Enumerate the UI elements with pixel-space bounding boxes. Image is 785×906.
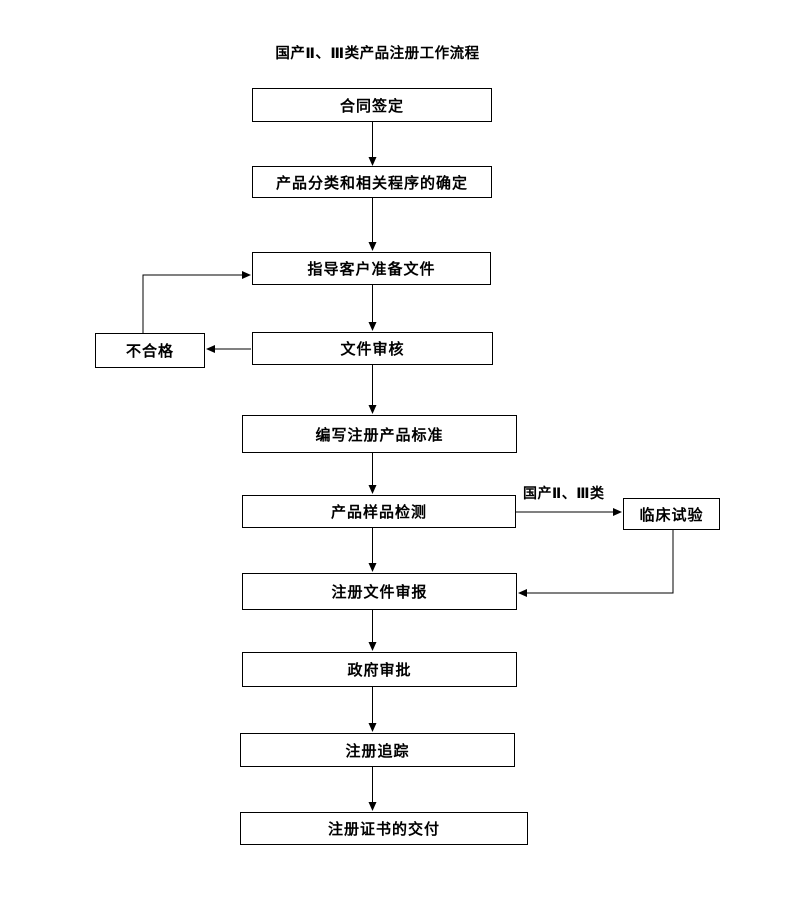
node-government-approval: 政府审批 [242,652,517,687]
node-product-classification-label: 产品分类和相关程序的确定 [275,173,468,192]
arrow-sample-test-to-clinical [516,508,622,516]
node-registration-submission: 注册文件审报 [242,573,517,610]
node-registration-tracking: 注册追踪 [240,733,515,767]
node-write-product-standard: 编写注册产品标准 [242,415,517,453]
node-clinical-trial-label: 临床试验 [639,505,704,524]
node-unqualified-label: 不合格 [125,342,174,360]
node-write-product-standard-label: 编写注册产品标准 [315,425,444,444]
node-registration-tracking-label: 注册追踪 [345,741,410,760]
node-guide-client-documents-label: 指导客户准备文件 [307,260,436,278]
node-sample-testing: 产品样品检测 [242,495,516,528]
node-contract-signing-label: 合同签定 [339,96,404,115]
arrow-classification-to-guide [368,198,377,251]
node-unqualified: 不合格 [95,333,205,368]
arrow-review-to-unqualified [206,345,251,353]
node-registration-submission-label: 注册文件审报 [331,583,428,601]
edge-label-domestic-class: 国产Ⅱ、Ⅲ类 [523,486,605,502]
node-product-classification: 产品分类和相关程序的确定 [252,166,492,198]
node-document-review-label: 文件审核 [340,340,405,358]
arrow-tracking-to-delivery [368,767,377,811]
arrow-approval-to-tracking [368,687,377,732]
flowchart-title: 国产Ⅱ、Ⅲ类产品注册工作流程 [275,46,480,62]
arrow-contract-to-classification [368,122,377,166]
node-certificate-delivery-label: 注册证书的交付 [327,820,440,838]
arrow-sample-test-to-submission [368,528,377,572]
node-guide-client-documents: 指导客户准备文件 [252,252,491,285]
node-government-approval-label: 政府审批 [347,661,412,679]
node-contract-signing: 合同签定 [252,88,492,122]
arrow-guide-to-review [368,285,377,331]
arrow-review-to-standard [368,365,377,414]
node-sample-testing-label: 产品样品检测 [330,503,427,521]
node-certificate-delivery: 注册证书的交付 [240,812,528,845]
node-clinical-trial: 临床试验 [623,498,720,530]
arrow-standard-to-sample-test [368,453,377,494]
node-document-review: 文件审核 [252,332,493,365]
arrow-unqualified-to-guide [142,271,251,333]
arrow-submission-to-approval [368,610,377,651]
arrow-clinical-to-submission [518,530,674,597]
